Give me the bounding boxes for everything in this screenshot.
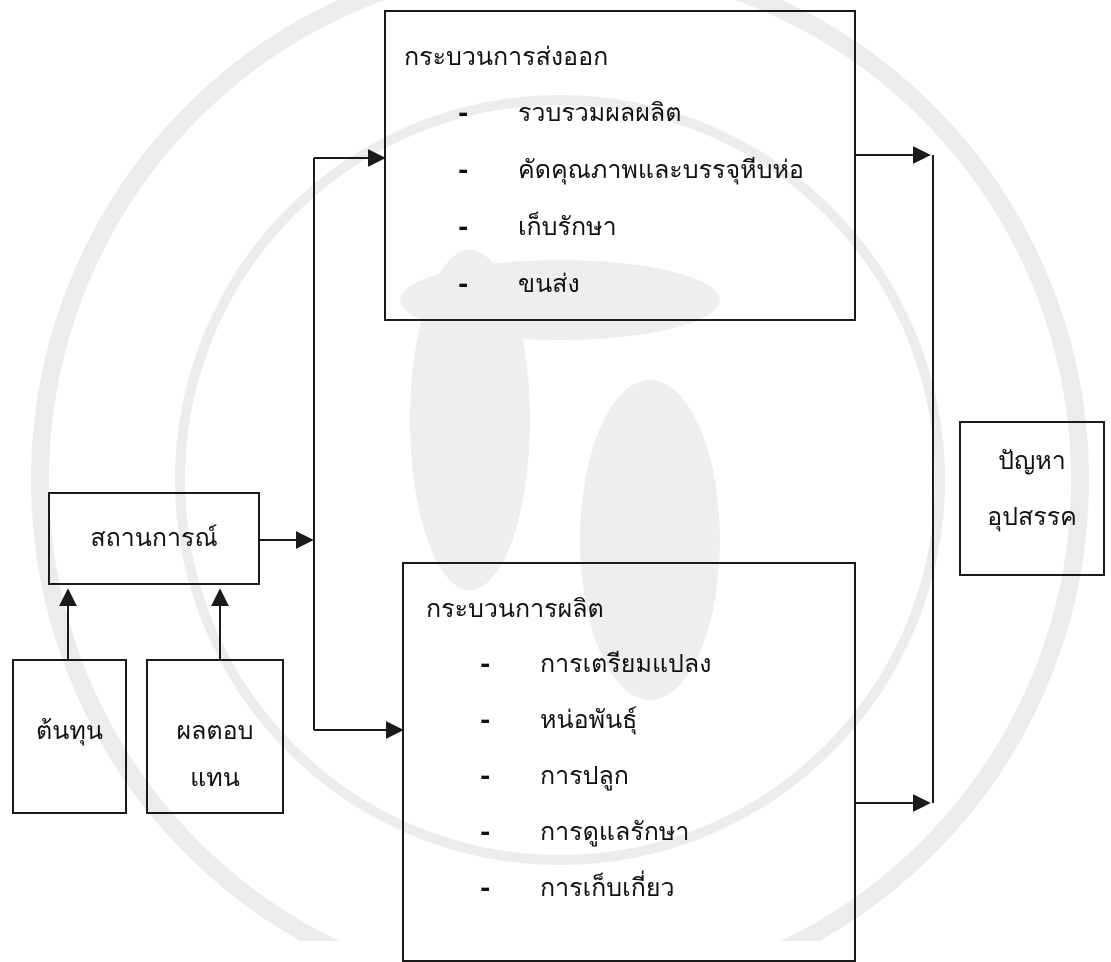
export-item: - เก็บรักษา	[458, 211, 617, 243]
returns-label-line2: แทน	[190, 763, 240, 792]
export-process-title: กระบวนการส่งออก	[404, 42, 609, 71]
bullet-dash: -	[480, 817, 491, 846]
bullet-dash: -	[458, 269, 469, 298]
returns-label-line1: ผลตอบ	[176, 716, 254, 745]
cost-box: ต้นทุน	[12, 659, 127, 814]
export-item-label: ขนส่ง	[518, 269, 580, 298]
production-process-title: กระบวนการผลิต	[426, 594, 604, 623]
bullet-dash: -	[458, 98, 469, 127]
university-seal-watermark	[31, 0, 1089, 941]
situation-label: สถานการณ์	[90, 523, 218, 552]
returns-box: ผลตอบ แทน	[146, 659, 284, 814]
problems-box: ปัญหา อุปสรรค	[959, 421, 1105, 576]
cost-label: ต้นทุน	[36, 716, 103, 745]
production-item: - การเตรียมแปลง	[480, 648, 711, 680]
export-item-label: รวบรวมผลผลิต	[518, 98, 682, 127]
situation-box: สถานการณ์	[48, 492, 260, 585]
production-item-label: การปลูก	[540, 761, 629, 790]
bullet-dash: -	[480, 705, 491, 734]
connector-lines	[59, 146, 934, 812]
production-item-label: การเก็บเกี่ยว	[540, 873, 675, 902]
production-process-box: กระบวนการผลิต - การเตรียมแปลง - หน่อพันธุ์…	[402, 562, 856, 962]
production-item-label: การเตรียมแปลง	[540, 649, 712, 678]
production-item-label: หน่อพันธุ์	[540, 705, 638, 734]
production-item: - หน่อพันธุ์	[480, 704, 637, 736]
export-process-box: กระบวนการส่งออก - รวบรวมผลผลิต - คัดคุณภาพ…	[384, 10, 856, 321]
bullet-dash: -	[458, 155, 469, 184]
bullet-dash: -	[458, 212, 469, 241]
bullet-dash: -	[480, 761, 491, 790]
production-item-label: การดูแลรักษา	[540, 817, 690, 846]
export-item-label: เก็บรักษา	[518, 212, 617, 241]
problems-label-line1: ปัญหา	[998, 446, 1066, 475]
export-item-label: คัดคุณภาพและบรรจุหีบห่อ	[518, 155, 804, 184]
problems-label-line2: อุปสรรค	[987, 502, 1077, 531]
production-item: - การเก็บเกี่ยว	[480, 872, 675, 904]
production-item: - การปลูก	[480, 760, 629, 792]
export-item: - รวบรวมผลผลิต	[458, 97, 681, 129]
production-item: - การดูแลรักษา	[480, 816, 689, 848]
export-item: - ขนส่ง	[458, 268, 580, 300]
bullet-dash: -	[480, 873, 491, 902]
export-item: - คัดคุณภาพและบรรจุหีบห่อ	[458, 154, 804, 186]
bullet-dash: -	[480, 649, 491, 678]
